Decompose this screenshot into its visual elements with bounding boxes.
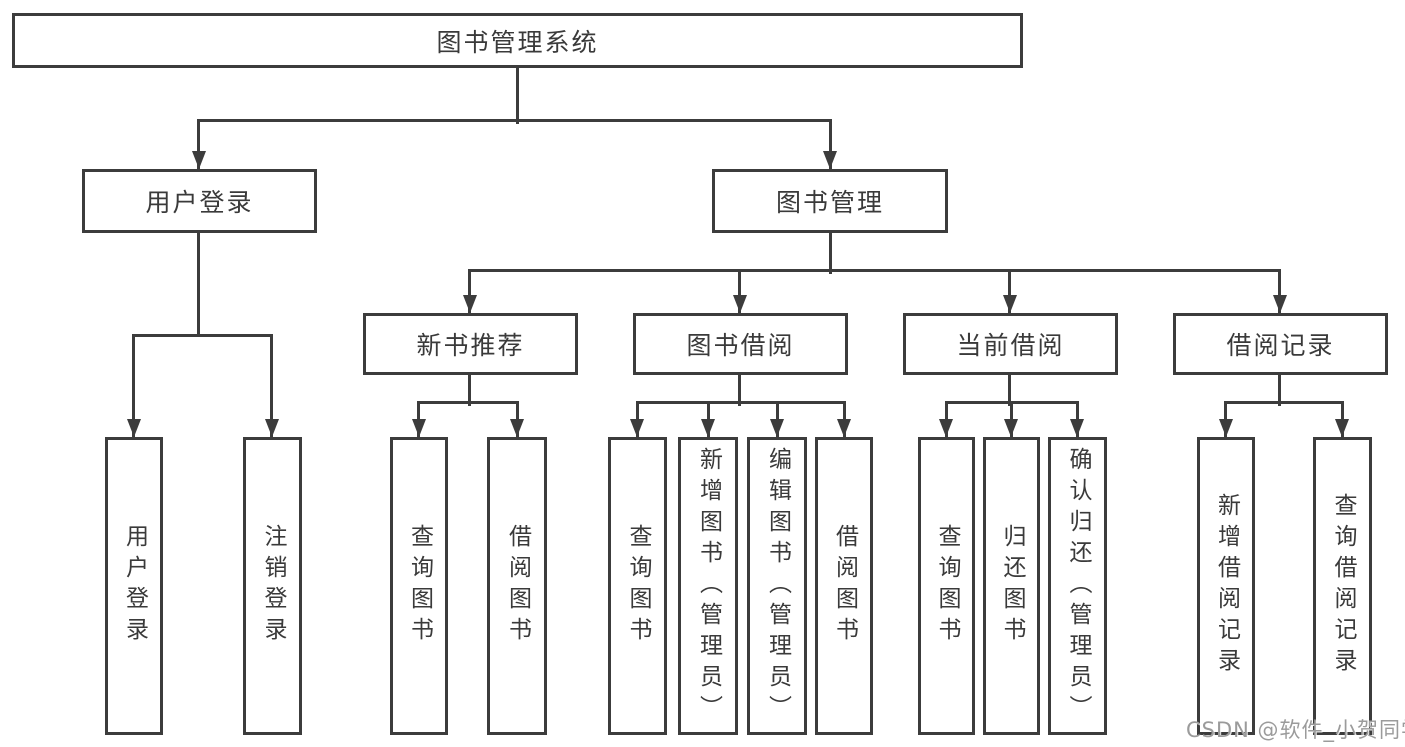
connector-line	[1278, 375, 1281, 406]
arrow-down-icon	[837, 419, 851, 437]
leaf-records-add-record: 新增借阅记录	[1197, 437, 1255, 735]
connector-line	[197, 233, 200, 337]
node-book-borrowing: 图书借阅	[633, 313, 848, 375]
arrow-down-icon	[1219, 419, 1233, 437]
connector-line	[197, 119, 832, 122]
node-new-book-recommend: 新书推荐	[363, 313, 578, 375]
arrow-down-icon	[1003, 295, 1017, 313]
connector-line	[829, 233, 832, 274]
arrow-down-icon	[265, 419, 279, 437]
arrow-down-icon	[1273, 295, 1287, 313]
connector-line	[468, 269, 1281, 272]
connector-line	[738, 269, 741, 313]
arrow-down-icon	[770, 419, 784, 437]
arrow-down-icon	[939, 419, 953, 437]
arrow-down-icon	[823, 151, 837, 169]
connector-line	[1008, 375, 1011, 406]
leaf-borrowing-add-books-admin: 新增图书（管理员）	[678, 437, 738, 735]
connector-line	[132, 334, 273, 337]
connector-line	[1008, 269, 1011, 313]
leaf-borrowing-edit-books-admin: 编辑图书（管理员）	[747, 437, 807, 735]
arrow-down-icon	[630, 419, 644, 437]
leaf-recommend-borrow-books: 借阅图书	[487, 437, 547, 735]
leaf-records-query-record: 查询借阅记录	[1313, 437, 1372, 735]
arrow-down-icon	[463, 295, 477, 313]
leaf-logout: 注销登录	[243, 437, 302, 735]
arrow-down-icon	[192, 151, 206, 169]
connector-line	[468, 375, 471, 406]
leaf-current-confirm-return-admin: 确认归还（管理员）	[1048, 437, 1107, 735]
arrow-down-icon	[1070, 419, 1084, 437]
arrow-down-icon	[127, 419, 141, 437]
leaf-borrowing-query-books: 查询图书	[608, 437, 667, 735]
connector-line	[417, 401, 519, 404]
leaf-borrowing-borrow-books: 借阅图书	[815, 437, 873, 735]
arrow-down-icon	[1335, 419, 1349, 437]
node-borrowing-records: 借阅记录	[1173, 313, 1388, 375]
connector-line	[197, 119, 200, 169]
connector-line	[516, 68, 519, 124]
connector-line	[738, 375, 741, 406]
arrow-down-icon	[1004, 419, 1018, 437]
leaf-current-return-books: 归还图书	[983, 437, 1040, 735]
node-root: 图书管理系统	[12, 13, 1023, 68]
arrow-down-icon	[510, 419, 524, 437]
connector-line	[270, 334, 273, 437]
connector-line	[468, 269, 471, 313]
connector-line	[1278, 269, 1281, 313]
connector-line	[829, 119, 832, 169]
node-current-borrowing: 当前借阅	[903, 313, 1118, 375]
watermark-text: CSDN @软件_小贺同学	[1186, 718, 1405, 742]
arrow-down-icon	[412, 419, 426, 437]
connector-line	[132, 334, 135, 437]
arrow-down-icon	[701, 419, 715, 437]
node-user-login: 用户登录	[82, 169, 317, 233]
node-book-management: 图书管理	[712, 169, 948, 233]
leaf-current-query-books: 查询图书	[918, 437, 975, 735]
connector-line	[1224, 401, 1344, 404]
leaf-recommend-query-books: 查询图书	[390, 437, 448, 735]
arrow-down-icon	[733, 295, 747, 313]
connector-line	[636, 401, 845, 404]
leaf-user-login: 用户登录	[105, 437, 163, 735]
